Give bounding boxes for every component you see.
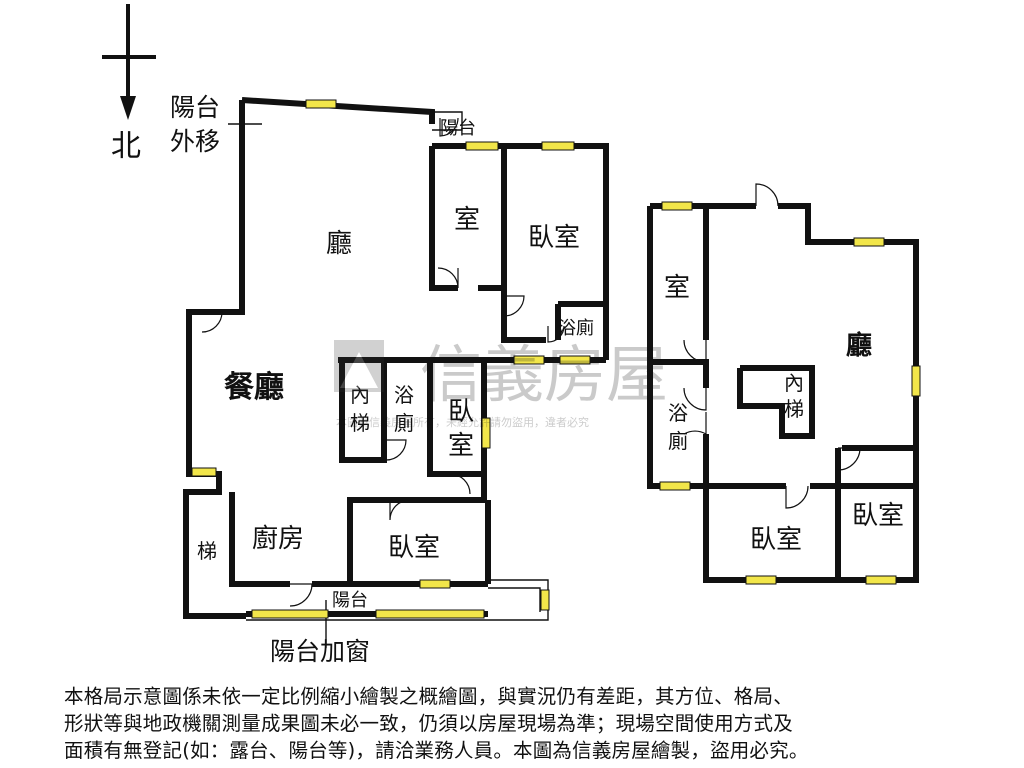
label-balcony-bottom: 陽台 bbox=[332, 590, 368, 611]
disclaimer-line: 本格局示意圖係未依一定比例縮小繪製之概繪圖，與實況仍有差距，其方位、格局、 bbox=[64, 685, 793, 708]
label-bedroom-center-2: 室 bbox=[448, 431, 474, 461]
label-bedroom-s-lower: 臥室 bbox=[388, 533, 440, 563]
label-inner-stair-lower-1: 內 bbox=[350, 383, 370, 407]
label-bedroom-ne-lower: 臥室 bbox=[528, 223, 580, 253]
label-bath-upper-2: 廁 bbox=[668, 429, 688, 453]
watermark-notice: 本圖為信義房屋所有，未經允許請勿盜用，違者必究 bbox=[336, 415, 589, 429]
label-room-upper: 室 bbox=[664, 273, 690, 303]
label-room-lower: 室 bbox=[454, 205, 480, 235]
callout-balcony-moved-line2: 外移 bbox=[170, 127, 220, 156]
label-bedroom-se-upper: 臥室 bbox=[852, 501, 904, 531]
brand-logo-icon bbox=[334, 340, 384, 392]
north-arrow-icon bbox=[102, 4, 156, 120]
callout-balcony-moved-line1: 陽台 bbox=[170, 93, 220, 122]
north-label: 北 bbox=[111, 129, 141, 164]
lower-floor-windows bbox=[191, 99, 591, 619]
lower-floor-doors bbox=[201, 117, 565, 607]
callout-balcony-enclosed: 陽台加窗 bbox=[270, 637, 370, 666]
label-bath-upper-1: 浴 bbox=[668, 401, 688, 425]
label-bath-center-2: 廁 bbox=[394, 411, 414, 435]
label-stair-lower: 梯 bbox=[197, 539, 217, 563]
watermark: 信義房屋 本圖為信義房屋所有，未經允許請勿盜用，違者必究 bbox=[334, 338, 668, 429]
upper-floor-doors bbox=[683, 183, 861, 509]
label-bedroom-s-upper: 臥室 bbox=[750, 525, 802, 555]
label-bath-center-1: 浴 bbox=[394, 383, 414, 407]
label-dining: 餐廳 bbox=[224, 370, 284, 405]
label-inner-stair-lower-2: 梯 bbox=[350, 411, 370, 435]
disclaimer-line: 形狀等與地政機關測量成果圖未必一致，仍須以房屋現場為準；現場空間使用方式及 bbox=[64, 712, 793, 735]
disclaimer: 本格局示意圖係未依一定比例縮小繪製之概繪圖，與實況仍有差距，其方位、格局、 形狀… bbox=[64, 683, 964, 764]
label-living-upper: 廳 bbox=[846, 330, 872, 361]
floor-plan: 北 陽台 外移 bbox=[102, 4, 921, 666]
label-inner-stair-upper-2: 梯 bbox=[784, 397, 804, 421]
disclaimer-line: 面積有無登記(如：露台、陽台等)，請洽業務人員。本圖為信義房屋繪製，盜用必究。 bbox=[64, 739, 809, 762]
watermark-brand: 信義房屋 bbox=[420, 338, 668, 411]
label-living-lower: 廳 bbox=[326, 229, 352, 259]
label-inner-stair-upper-1: 內 bbox=[784, 371, 804, 395]
label-kitchen: 廚房 bbox=[252, 524, 304, 554]
label-balcony-top: 陽台 bbox=[440, 118, 476, 139]
upper-floor-windows bbox=[659, 201, 921, 585]
label-bath-ne-lower: 浴廁 bbox=[558, 317, 594, 339]
label-bedroom-center-1: 臥 bbox=[448, 397, 474, 427]
